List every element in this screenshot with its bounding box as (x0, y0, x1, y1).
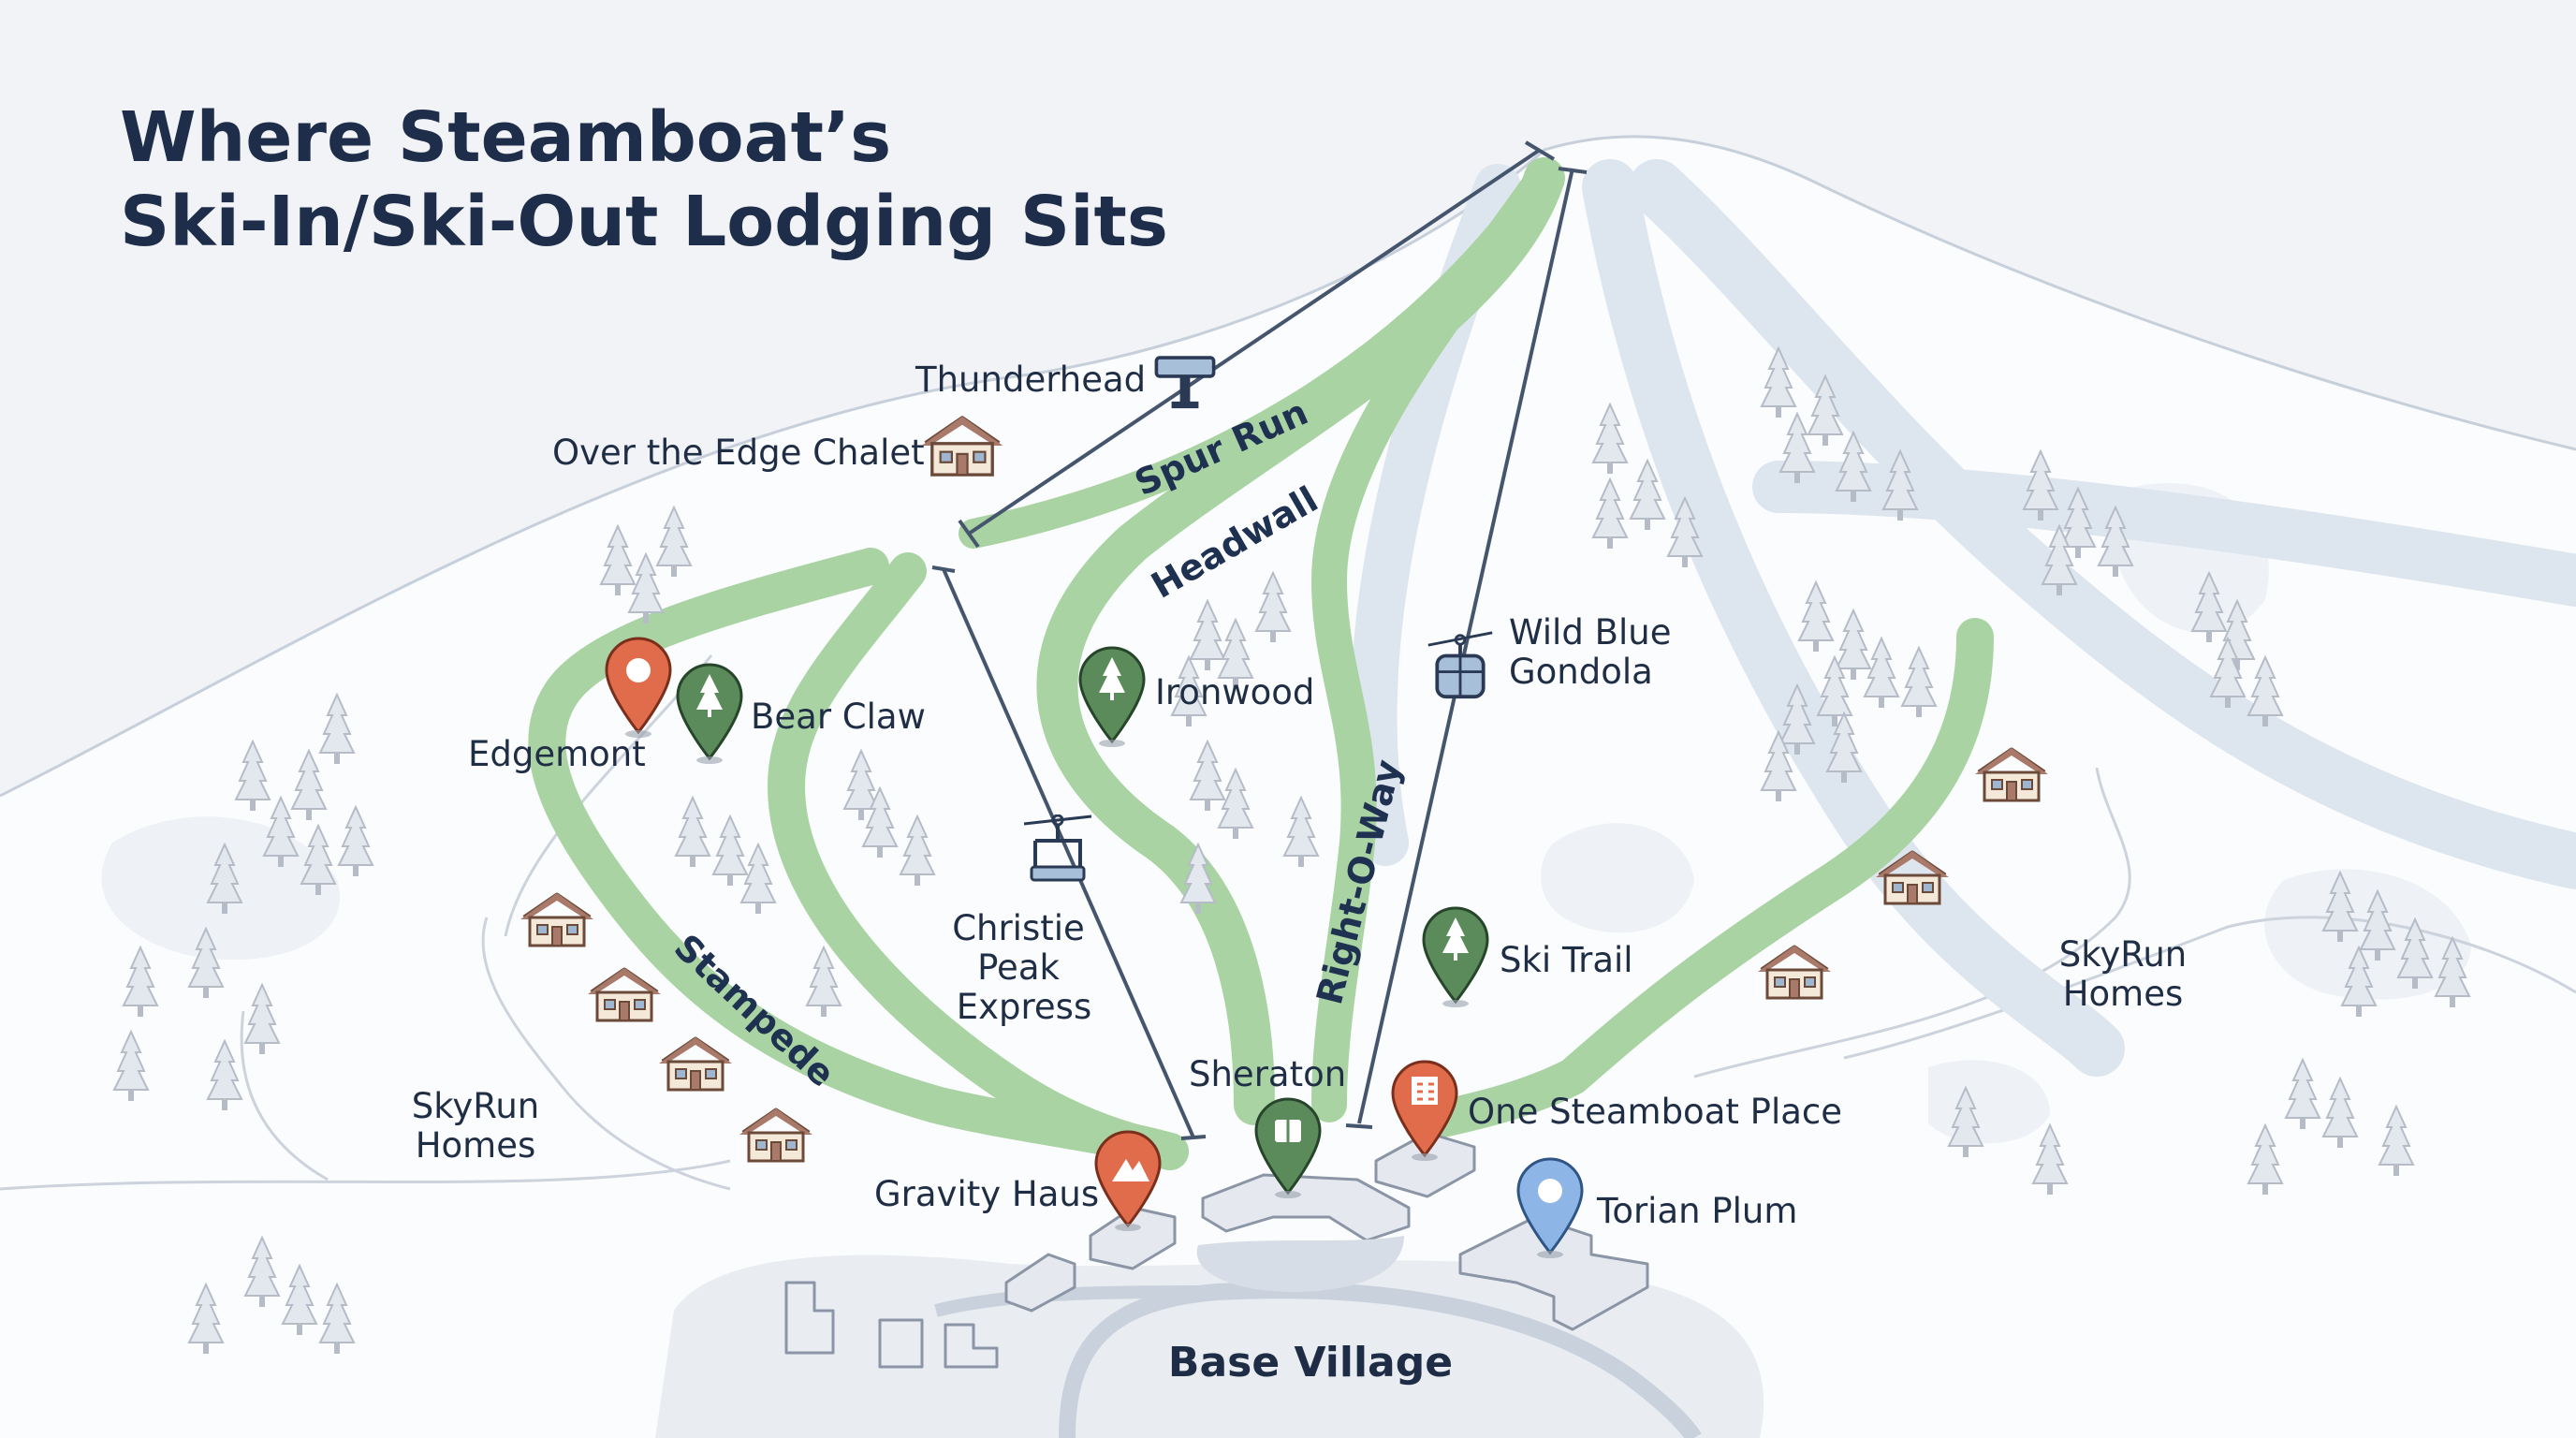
road-line (0, 1159, 731, 1191)
mountain-icon (1112, 1159, 1149, 1181)
trail-bear-claw-run (768, 552, 1189, 1170)
label-skyrun-homes-left-1: SkyRun (412, 1086, 539, 1126)
page-title-line1: Where Steamboat’s (120, 97, 891, 178)
lift-line-christie (942, 568, 1195, 1138)
building-torian-plum (1458, 1215, 1649, 1331)
tree-glade (1541, 823, 1694, 933)
lift-lines (931, 140, 1588, 1140)
map-pin-bear-claw[interactable] (676, 663, 743, 764)
lift-end-cap (931, 140, 1588, 1140)
tree-icon (1442, 917, 1469, 961)
lift-label-wild-blue-2: Gondola (1509, 652, 1653, 692)
road-line (481, 917, 731, 1191)
label-sheraton: Sheraton (1189, 1054, 1346, 1094)
road-line (1693, 767, 2131, 1078)
run-blue (1582, 159, 2125, 1077)
map-pin-one-steamboat-place[interactable] (1391, 1060, 1458, 1161)
label-torian-plum: Torian Plum (1596, 1191, 1797, 1231)
lift-line-thunderhead (967, 148, 1542, 536)
map-pin-edgemont[interactable] (605, 637, 672, 738)
lift-line-wild-blue (1357, 168, 1574, 1124)
page-title-line2: Ski-In/Ski-Out Lodging Sits (120, 182, 1168, 262)
plaza (1196, 1236, 1404, 1292)
label-ski-trail: Ski Trail (1500, 940, 1633, 980)
map-pin-ironwood[interactable] (1078, 646, 1146, 747)
lift-label-christie-3: Express (957, 987, 1091, 1027)
lift-label-christie-1: Christie (952, 908, 1085, 948)
lift-label-wild-blue-1: Wild Blue (1509, 612, 1671, 653)
label-gravity-haus: Gravity Haus (874, 1174, 1099, 1214)
run-blue (1666, 197, 1947, 506)
label-base-village: Base Village (1168, 1339, 1453, 1387)
map-pin-ski-trail[interactable] (1422, 906, 1489, 1007)
building-outline (944, 1323, 999, 1369)
road-line (1843, 916, 2576, 1060)
village-road (1059, 1282, 1702, 1438)
map-pin-gravity-haus[interactable] (1094, 1130, 1162, 1231)
label-skyrun-homes-left-2: Homes (416, 1125, 536, 1166)
base-village-buildings (784, 1131, 1649, 1369)
trail-ski-trail-run (1404, 618, 1994, 1142)
lift-label-christie-2: Peak (977, 947, 1060, 988)
tree-icon (1099, 657, 1125, 700)
label-skyrun-homes-right-1: SkyRun (2059, 934, 2187, 975)
building-outline (878, 1318, 924, 1369)
road-line (240, 1010, 329, 1181)
map-pin-torian-plum[interactable] (1516, 1157, 1584, 1258)
map-pin-sheraton[interactable] (1254, 1097, 1322, 1198)
label-bear-claw: Bear Claw (751, 697, 926, 737)
label-over-the-edge-chalet: Over the Edge Chalet (552, 433, 925, 473)
building (1004, 1253, 1076, 1313)
label-skyrun-homes-right-2: Homes (2063, 974, 2184, 1014)
lift-label-thunderhead: Thunderhead (915, 360, 1146, 400)
building-icon-detail (1417, 1082, 1434, 1101)
label-one-steamboat-place: One Steamboat Place (1468, 1092, 1842, 1132)
pin-dot (1538, 1179, 1562, 1203)
blue-runs (1350, 159, 2576, 1077)
building-outline (784, 1281, 835, 1355)
label-ironwood: Ironwood (1155, 672, 1314, 712)
village-ground (655, 1255, 1764, 1438)
trail-right-o-way (1311, 160, 1562, 1123)
pin-dot (626, 658, 651, 682)
label-edgemont: Edgemont (468, 734, 646, 774)
tree-icon (696, 674, 723, 717)
